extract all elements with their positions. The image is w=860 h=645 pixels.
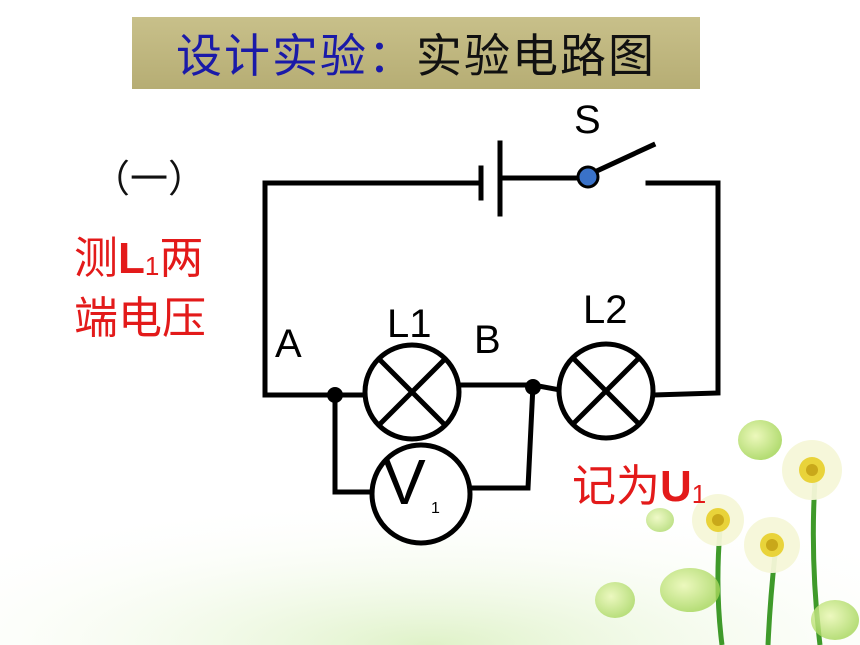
- switch-pivot: [576, 165, 600, 189]
- switch-label: S: [574, 98, 601, 142]
- record-voltage-letter: U: [660, 462, 692, 511]
- lamp-l1-label: L1: [387, 302, 432, 346]
- title-part-1: 设计实验：: [176, 29, 416, 83]
- switch-blade: [584, 141, 657, 179]
- voltmeter-sub-label: 1: [431, 500, 440, 517]
- slide-title: 设计实验： 实验电路图: [132, 17, 700, 89]
- lamp-l1: [362, 342, 462, 442]
- measure-text-line-2: 端电压: [74, 293, 206, 344]
- wire-voltmeter-right: [468, 382, 536, 491]
- wire-right: [645, 180, 721, 398]
- section-label: （一）: [92, 157, 207, 201]
- flower-decoration: [595, 420, 859, 645]
- record-text: 记为U1: [572, 450, 706, 514]
- record-voltage-sub: 1: [691, 479, 707, 509]
- voltmeter: [369, 442, 473, 546]
- wire-voltmeter-left: [332, 392, 375, 495]
- measure-prefix: 测: [74, 233, 118, 284]
- measure-text-line-1: 测L1两: [74, 222, 203, 286]
- point-a-label: A: [275, 322, 302, 366]
- wire-left: [262, 180, 338, 398]
- point-b-label: B: [474, 318, 501, 362]
- lamp-l2-label: L2: [583, 288, 628, 332]
- junction-b: [525, 379, 541, 395]
- record-prefix: 记为: [572, 461, 660, 512]
- voltmeter-label: V: [383, 446, 426, 518]
- measure-lamp-letter: L: [118, 234, 145, 283]
- junction-a: [327, 387, 343, 403]
- measure-lamp-sub: 1: [144, 251, 160, 281]
- title-part-2: 实验电路图: [416, 29, 656, 83]
- measure-suffix: 两: [159, 233, 204, 284]
- lamp-l2: [556, 341, 656, 441]
